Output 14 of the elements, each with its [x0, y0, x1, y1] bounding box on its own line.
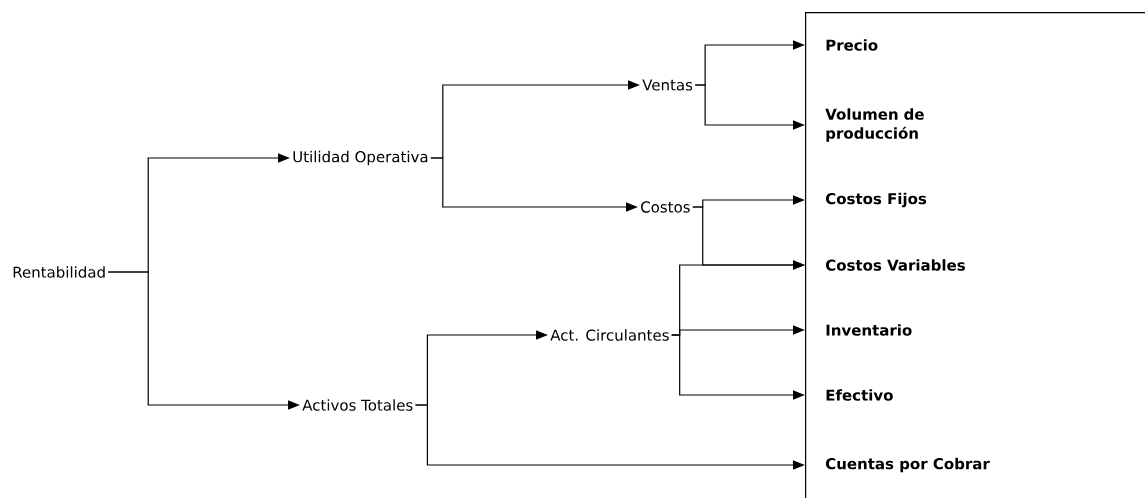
node-label: Act. Circulantes	[550, 329, 669, 341]
list-item: Costos Variables	[825, 259, 965, 271]
node-label: Ventas	[642, 79, 693, 91]
list-box	[805, 12, 1145, 498]
node-label: Rentabilidad	[13, 266, 105, 278]
list-item: Cuentas por Cobrar	[825, 457, 990, 473]
node-label: Activos Totales	[302, 399, 413, 411]
node-label: Costos	[641, 201, 690, 213]
list-item: Efectivo	[826, 389, 893, 401]
list-item: Inventario	[826, 324, 912, 336]
list-item: Precio	[826, 39, 878, 51]
node-label: Utilidad Operativa	[293, 150, 428, 166]
list-item: Volumen de producción	[825, 108, 924, 142]
list-item: Costos Fijos	[825, 192, 927, 208]
